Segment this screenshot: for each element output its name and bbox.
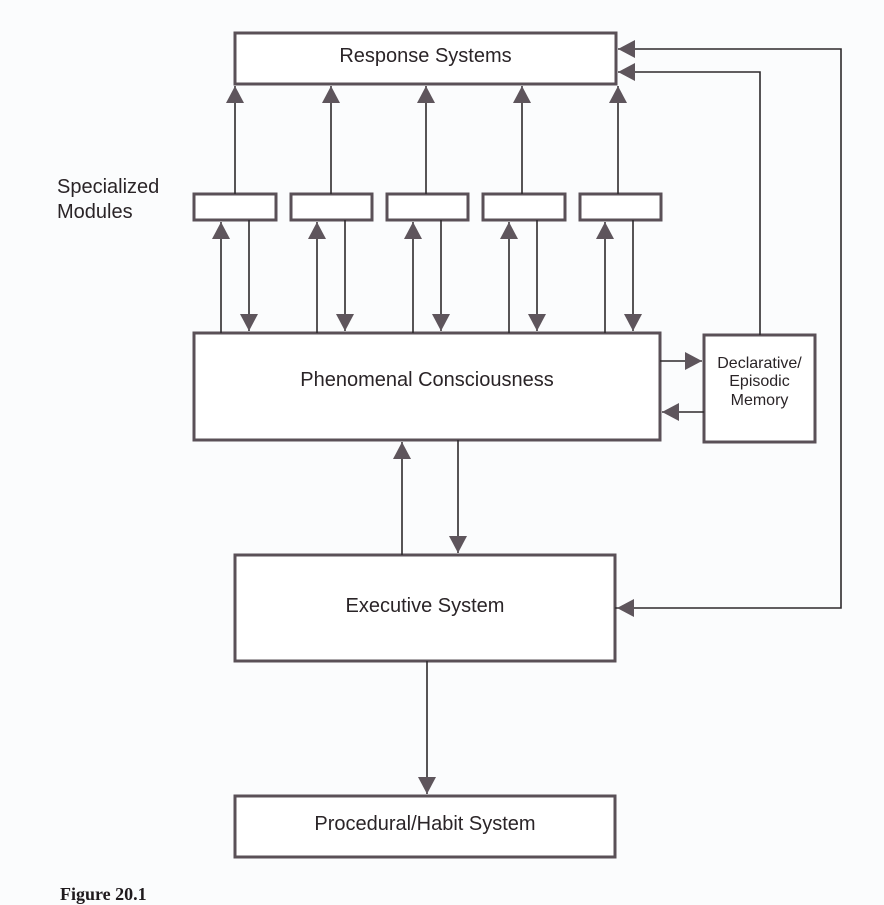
declarative-memory-label: Declarative/ Episodic Memory (704, 355, 815, 410)
module-to-response-arrowhead-2 (322, 86, 340, 103)
module-to-response-arrowhead-5 (609, 86, 627, 103)
module-box-5 (578, 192, 663, 222)
specialized-modules-label: Specialized Modules (57, 176, 160, 223)
pc-to-module-arrowhead-5 (596, 222, 614, 239)
module-to-response-arrowhead-3 (417, 86, 435, 103)
pc-to-module-arrowhead-1 (212, 222, 230, 239)
module-to-response-arrowhead-1 (226, 86, 244, 103)
pc-to-executive-arrowhead (449, 536, 467, 553)
module-to-response-arrowhead-4 (513, 86, 531, 103)
figure-caption: Figure 20.1 (60, 884, 147, 904)
executive-to-pc-arrowhead (393, 442, 411, 459)
declarative-memory-line-3: Memory (730, 391, 789, 409)
pc-to-module-arrowhead-3 (404, 222, 422, 239)
pc-to-module-arrowhead-4 (500, 222, 518, 239)
declarative-memory-line-2: Episodic (729, 373, 790, 391)
memory-to-response-line (618, 71, 761, 335)
declarative-memory-line-1: Declarative/ (717, 355, 802, 372)
procedural-system-box (233, 794, 617, 859)
response-systems-label: Response Systems (339, 45, 512, 67)
module-to-pc-arrowhead-5 (624, 314, 642, 331)
executive-to-procedural-arrowhead (418, 777, 436, 794)
executive-to-response-arrowhead (618, 40, 635, 58)
pc-to-module-arrowhead-2 (308, 222, 326, 239)
module-box-2 (289, 192, 374, 222)
executive-feedback-arrowhead (617, 599, 634, 617)
phenomenal-consciousness-box (192, 331, 662, 442)
response-systems-box (233, 31, 618, 86)
module-to-pc-arrowhead-2 (336, 314, 354, 331)
procedural-system-label: Procedural/Habit System (314, 813, 536, 835)
module-box-3 (385, 192, 470, 222)
phenomenal-consciousness-label: Phenomenal Consciousness (300, 369, 554, 391)
memory-to-response-arrowhead (618, 63, 635, 81)
module-box-4 (481, 192, 567, 222)
memory-to-pc-arrowhead (662, 403, 679, 421)
module-to-pc-arrowhead-1 (240, 314, 258, 331)
module-to-pc-arrowhead-4 (528, 314, 546, 331)
module-box-1 (192, 192, 278, 222)
executive-system-label: Executive System (345, 595, 505, 617)
pc-to-memory-arrowhead (685, 352, 702, 370)
module-to-pc-arrowhead-3 (432, 314, 450, 331)
executive-to-response-line (615, 48, 842, 609)
